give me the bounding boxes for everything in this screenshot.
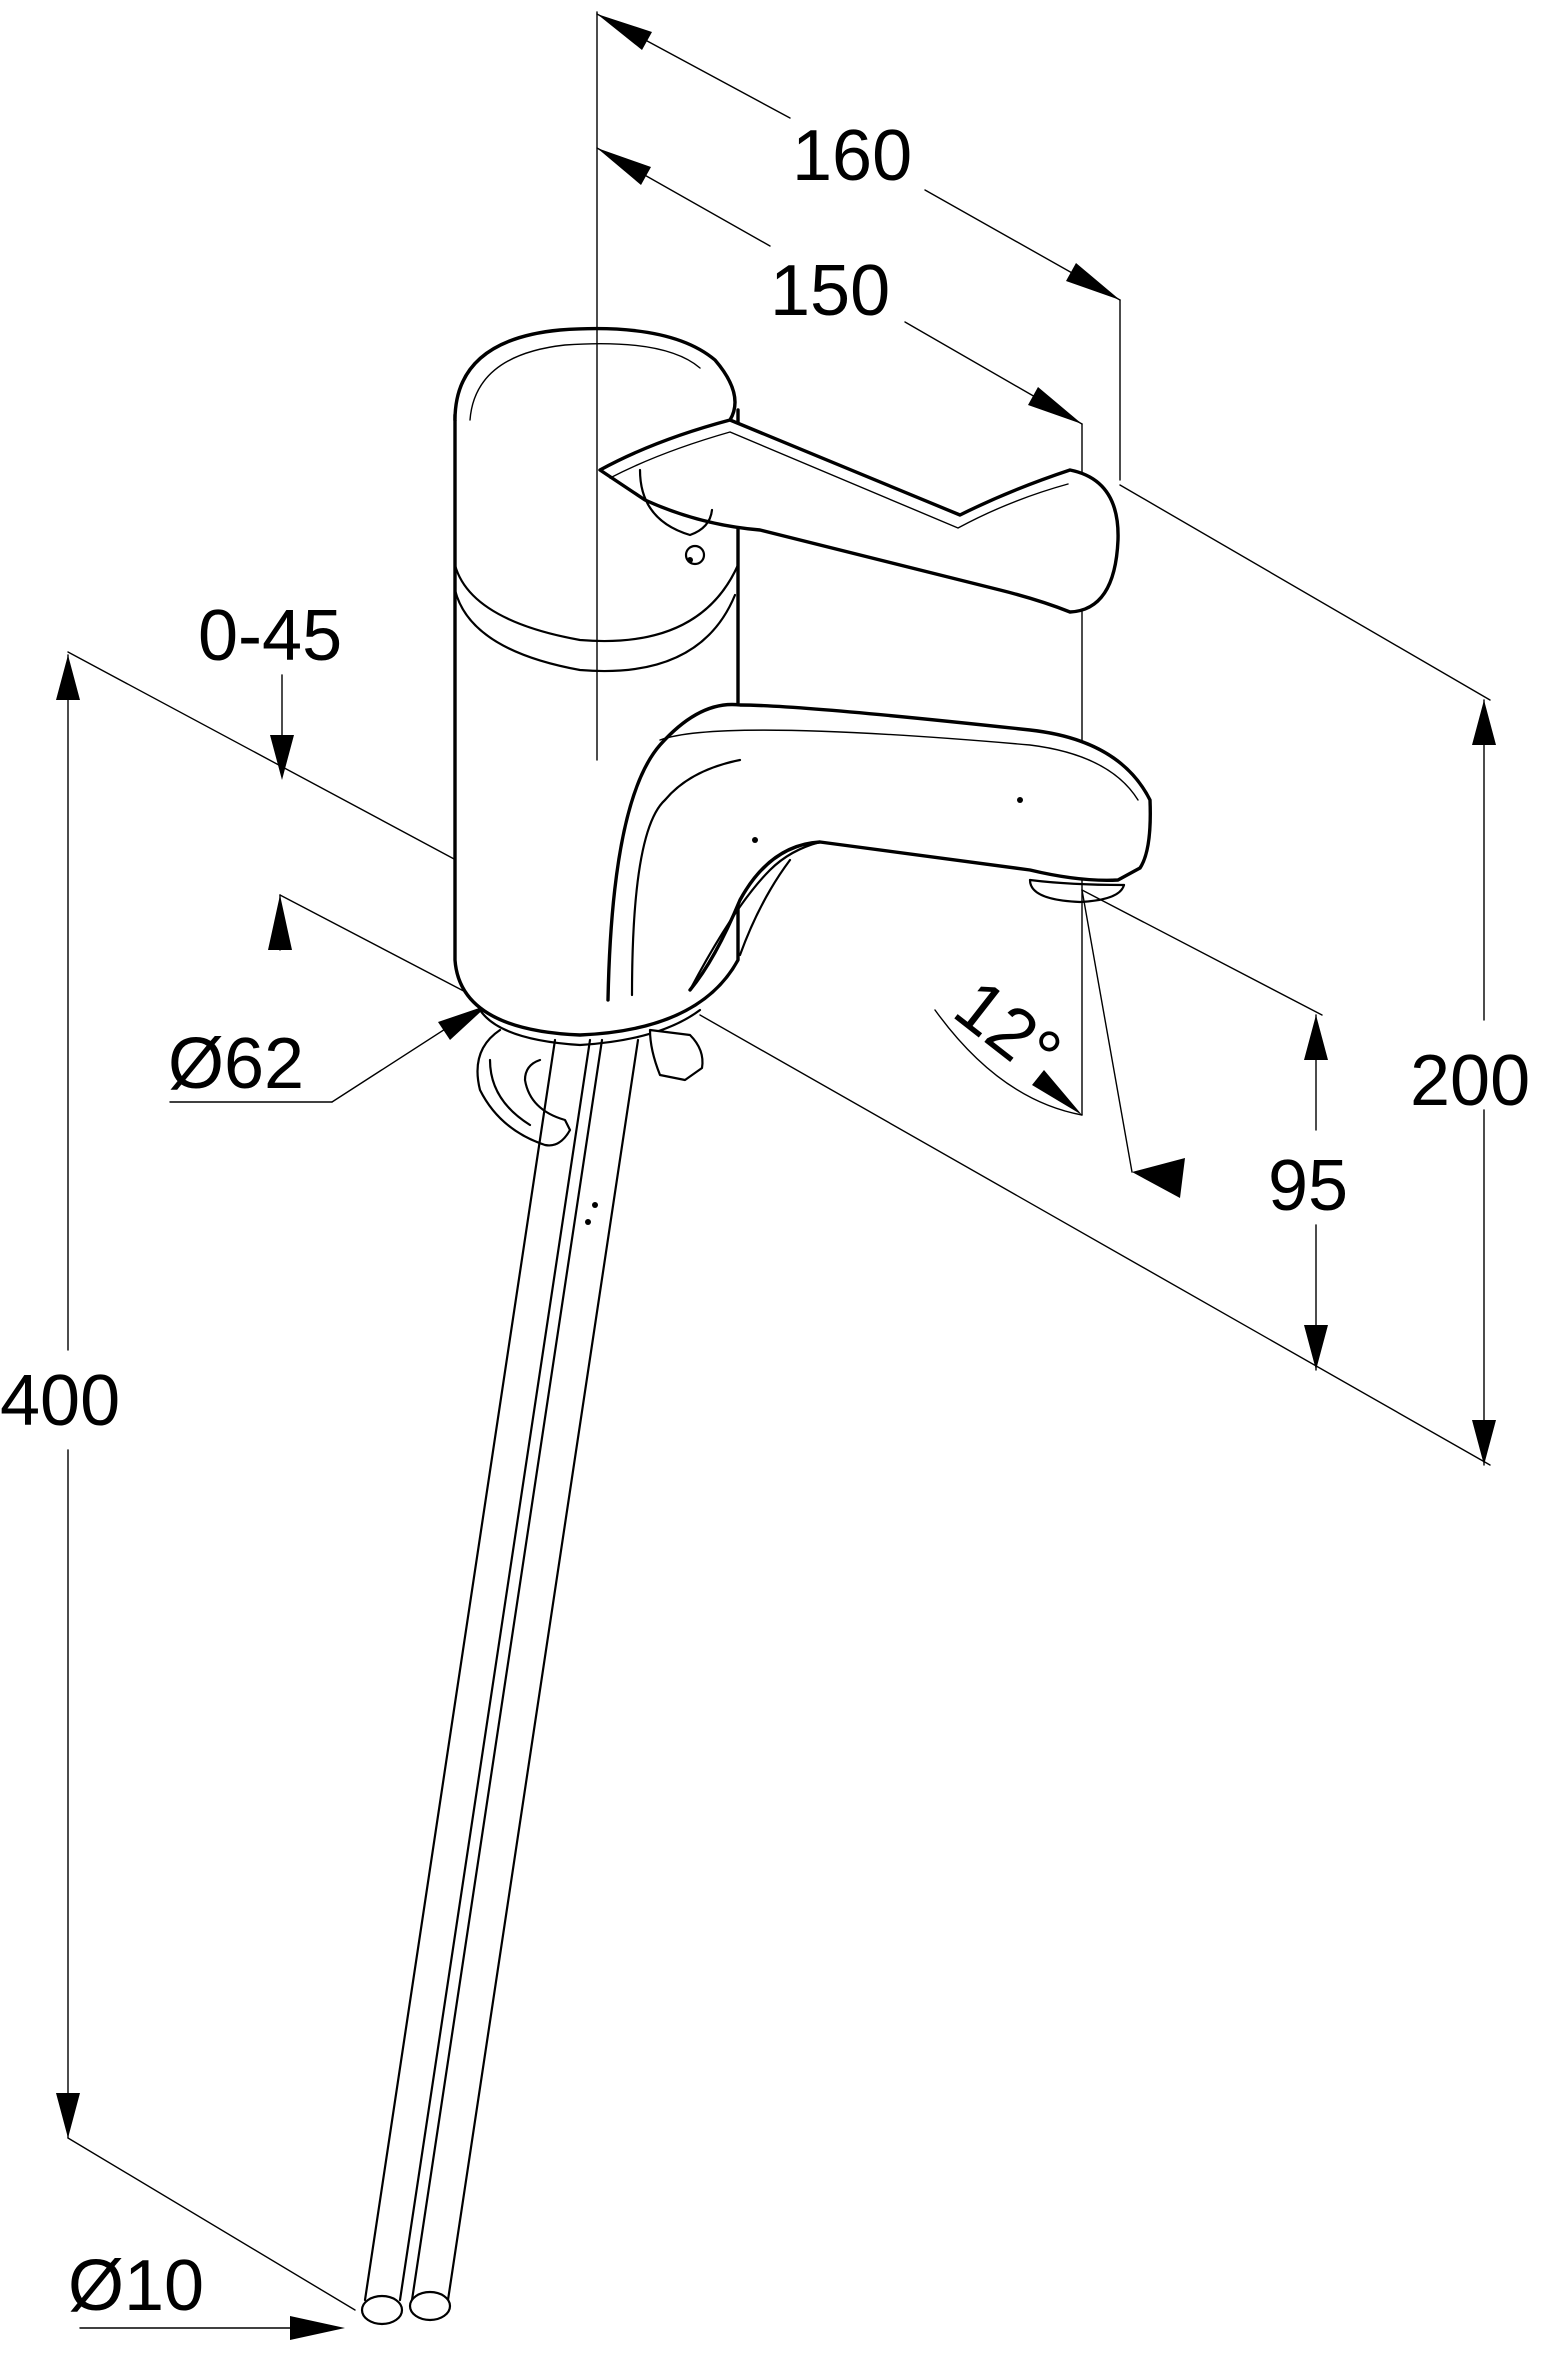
dim-62-label: Ø62 — [168, 1024, 304, 1104]
dim-160-label: 160 — [792, 116, 912, 196]
dim-150-label: 150 — [770, 251, 890, 331]
dim-400-label: 400 — [0, 1361, 120, 1441]
dim-95-label: 95 — [1268, 1146, 1348, 1226]
dim-12-angle-label: 12° — [940, 965, 1075, 1095]
dim-0-45-label: 0-45 — [198, 596, 342, 676]
dimension-labels: 160 150 0-45 Ø62 12° 95 200 400 Ø10 — [0, 116, 1530, 2326]
dim-200-label: 200 — [1410, 1041, 1530, 1121]
supply-tubes — [360, 1038, 640, 2326]
faucet-body — [453, 326, 1152, 1147]
dim-10-label: Ø10 — [68, 2246, 204, 2326]
